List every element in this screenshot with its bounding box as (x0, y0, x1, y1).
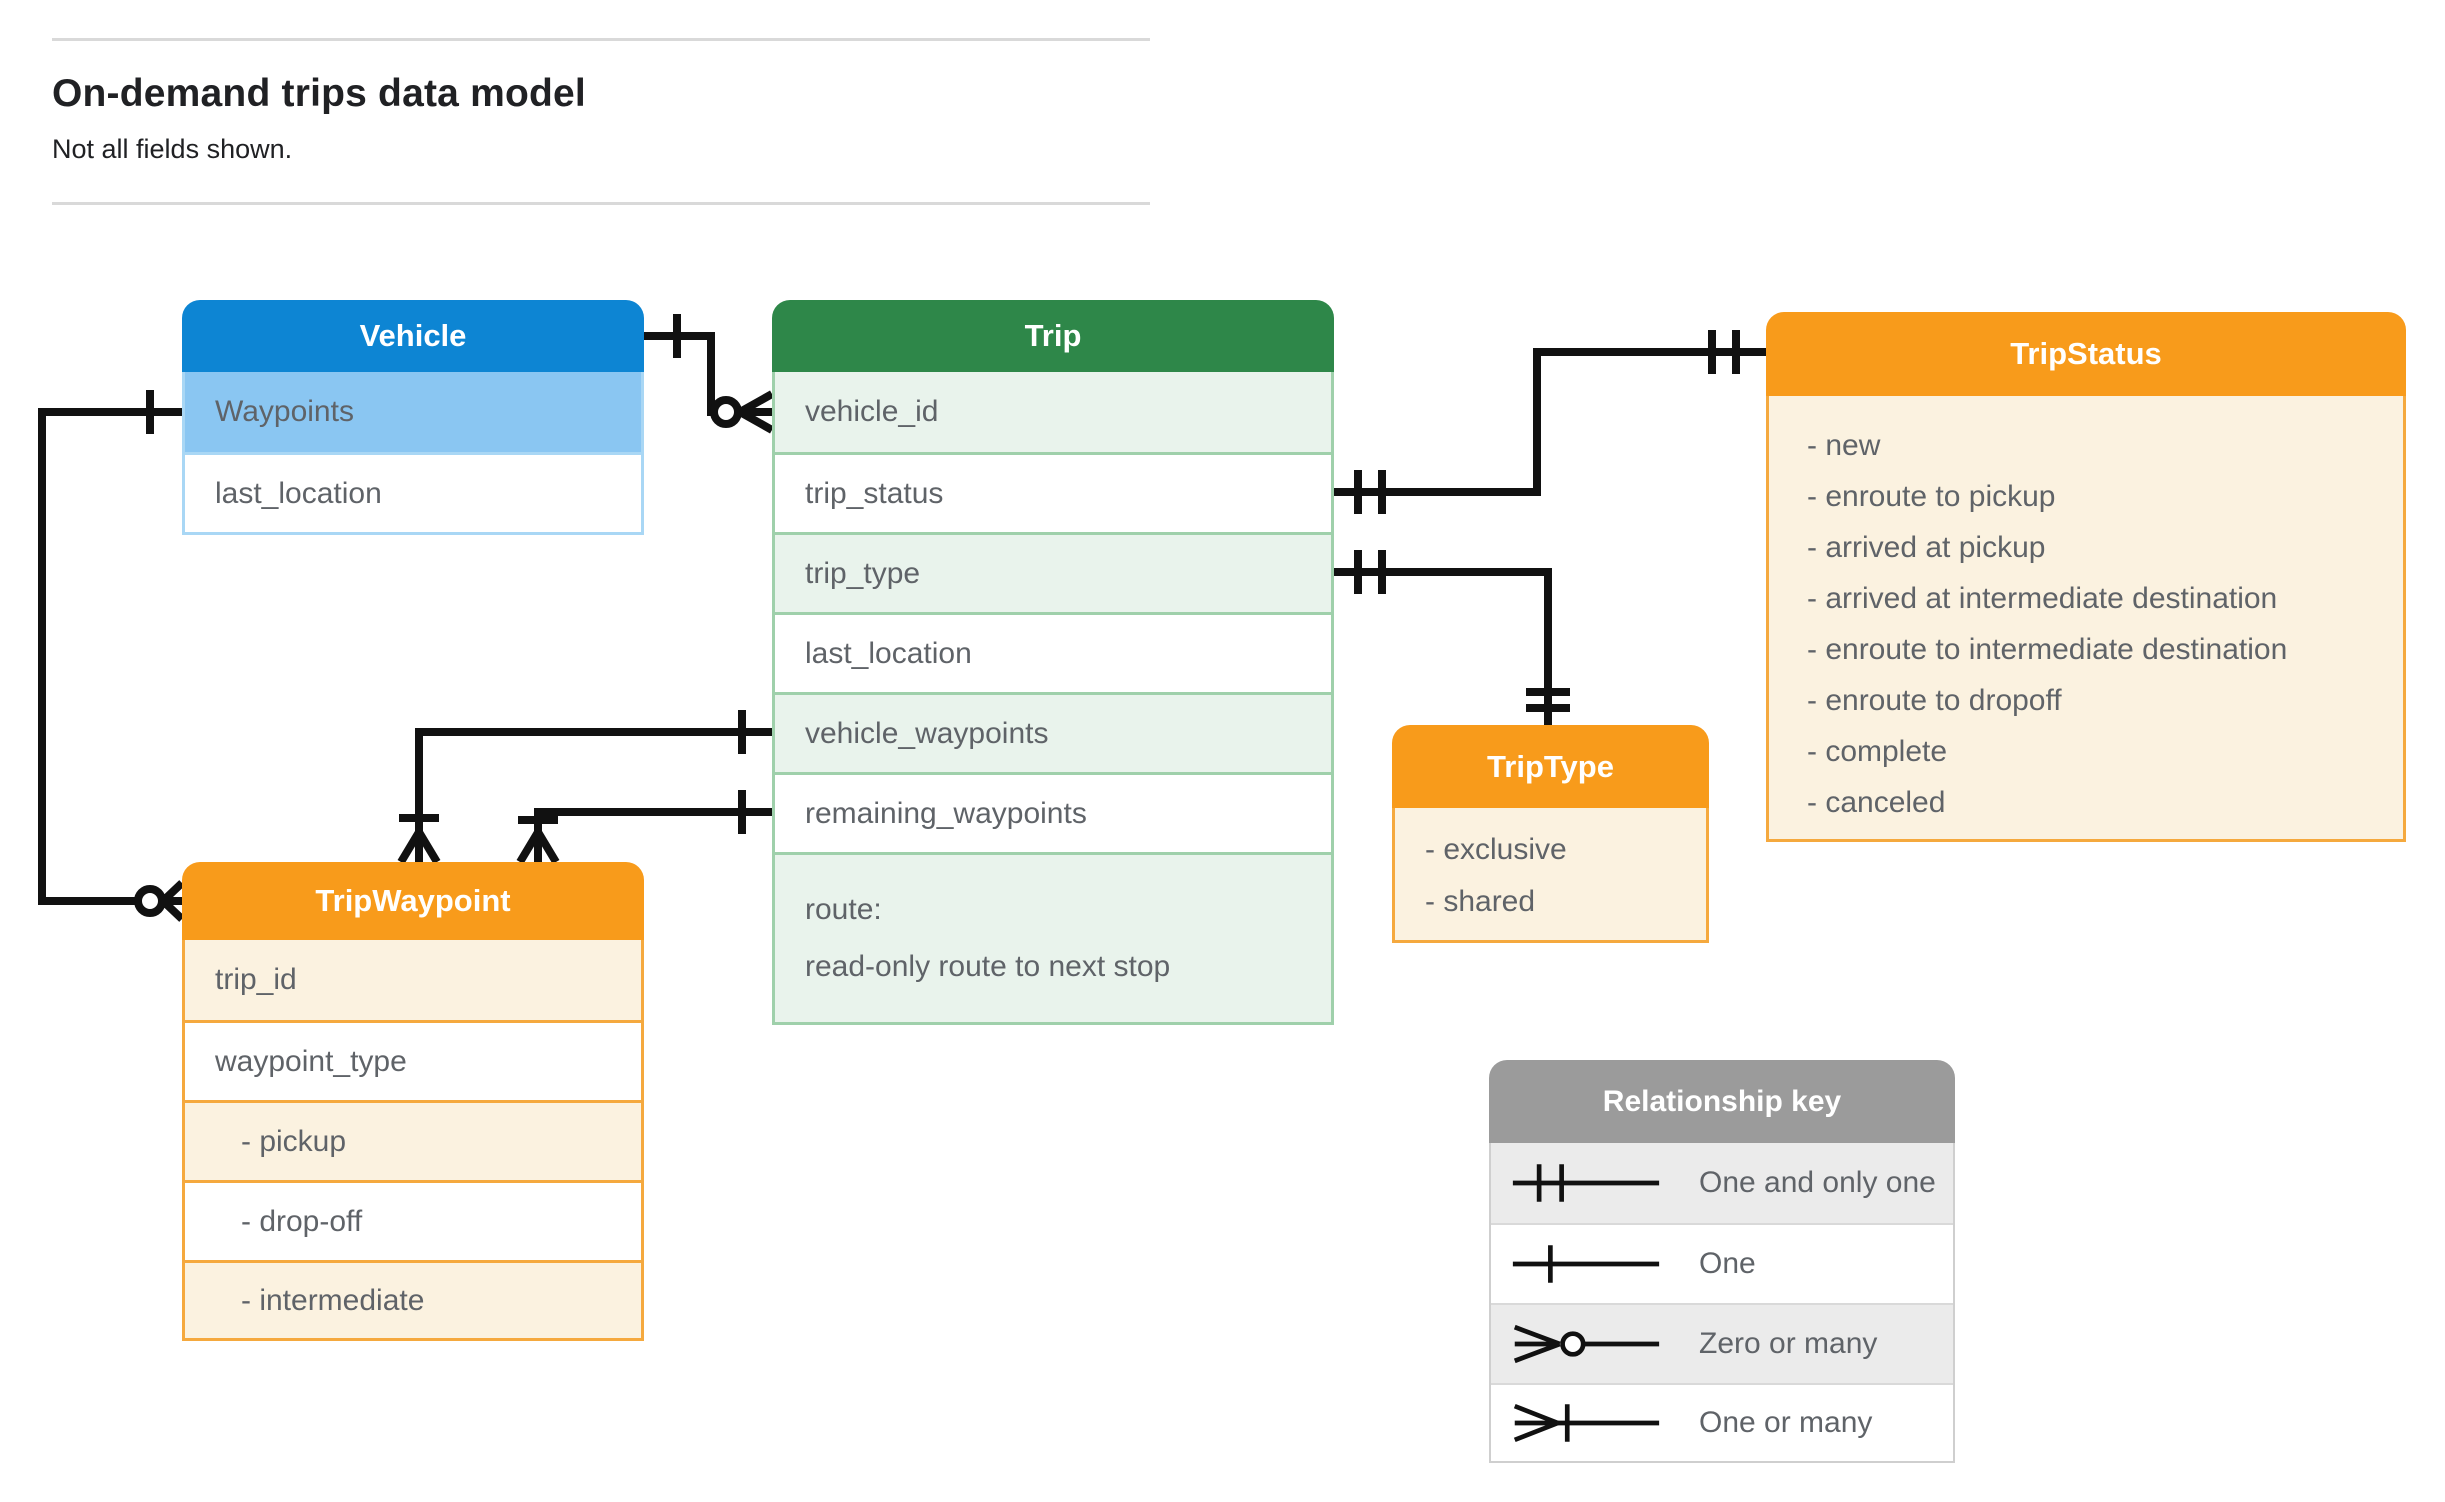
double-tick (1354, 470, 1386, 514)
zero-circle (134, 885, 166, 917)
legend-row-one-or-many: One or many (1491, 1383, 1953, 1461)
legend-label: One and only one (1699, 1166, 1936, 1199)
entity-vehicle: Vehicle Waypoints last_location (182, 300, 644, 535)
triptype-values: - exclusive - shared (1392, 808, 1709, 943)
enum-value-dropoff: - drop-off (185, 1180, 641, 1260)
zero-or-many-symbol (1513, 1324, 1660, 1364)
enum-value: - complete (1807, 735, 1948, 768)
enum-value-pickup: - pickup (185, 1100, 641, 1180)
crow-foot (738, 390, 774, 434)
legend-row-one-and-only-one: One and only one (1491, 1143, 1953, 1223)
zero-circle (710, 396, 742, 428)
field-vehicle-id: vehicle_id (775, 372, 1331, 452)
enum-value: - enroute to dropoff (1807, 684, 2062, 717)
route-label: route: (805, 893, 882, 926)
enum-value: - enroute to pickup (1807, 480, 2056, 513)
enum-value: - arrived at intermediate destination (1807, 582, 2278, 615)
entity-tripwaypoint-title: TripWaypoint (182, 862, 644, 940)
entity-tripstatus-title: TripStatus (1766, 312, 2406, 396)
field-route: route: read-only route to next stop (775, 852, 1331, 1022)
connector-vehicle-to-trip (644, 314, 774, 434)
divider-top (52, 38, 1150, 41)
field-trip-status: trip_status (775, 452, 1331, 532)
entity-triptype-title: TripType (1392, 725, 1709, 808)
enum-value: - enroute to intermediate destination (1807, 633, 2288, 666)
legend-label: One or many (1699, 1406, 1873, 1439)
field-waypoints: Waypoints (185, 372, 641, 452)
connector-trip-status-to-tripstatus (1334, 330, 1766, 514)
crow-foot (160, 880, 185, 922)
entity-trip-title: Trip (772, 300, 1334, 372)
page-subtitle: Not all fields shown. (52, 134, 293, 164)
enum-value: - exclusive (1425, 833, 1567, 866)
enum-value: - new (1807, 429, 1881, 462)
field-last-location: last_location (775, 612, 1331, 692)
legend-row-zero-or-many: Zero or many (1491, 1303, 1953, 1383)
legend-label: One (1699, 1247, 1756, 1280)
entity-triptype: TripType - exclusive - shared (1392, 725, 1709, 943)
one-symbol (1512, 1245, 1660, 1283)
relationship-key-title: Relationship key (1489, 1060, 1955, 1143)
connector-vehicle-waypoints-to-tripwaypoint (397, 710, 772, 865)
enum-value: - arrived at pickup (1807, 531, 2046, 564)
crow-foot (516, 829, 560, 865)
connector-trip-type-to-triptype (1334, 550, 1570, 725)
legend-label: Zero or many (1699, 1327, 1878, 1360)
entity-tripstatus: TripStatus - new - enroute to pickup - a… (1766, 312, 2406, 842)
entity-vehicle-title: Vehicle (182, 300, 644, 372)
connector-remaining-waypoints-to-tripwaypoint (516, 790, 772, 865)
field-vehicle-waypoints: vehicle_waypoints (775, 692, 1331, 772)
one-or-many-symbol (1513, 1403, 1660, 1443)
field-trip-type: trip_type (775, 532, 1331, 612)
field-last-location: last_location (185, 452, 641, 532)
connector-waypoints-to-tripwaypoint (38, 390, 185, 922)
legend-row-one: One (1491, 1223, 1953, 1303)
enum-value-intermediate: - intermediate (185, 1260, 641, 1338)
field-trip-id: trip_id (185, 940, 641, 1020)
crow-foot (397, 829, 441, 865)
route-description: read-only route to next stop (805, 950, 1171, 983)
field-waypoint-type: waypoint_type (185, 1020, 641, 1100)
double-tick (1354, 550, 1386, 594)
one-and-only-one-symbol (1512, 1164, 1660, 1202)
divider-bottom (52, 202, 1150, 205)
relationship-key: Relationship key One and only one One Ze… (1489, 1060, 1955, 1463)
entity-tripwaypoint: TripWaypoint trip_id waypoint_type - pic… (182, 862, 644, 1341)
entity-trip: Trip vehicle_id trip_status trip_type la… (772, 300, 1334, 1025)
double-tick (1526, 688, 1570, 712)
double-tick (1708, 330, 1740, 374)
tripstatus-values: - new - enroute to pickup - arrived at p… (1766, 396, 2406, 842)
enum-value: - shared (1425, 885, 1536, 918)
page-title: On-demand trips data model (52, 72, 586, 115)
enum-value: - canceled (1807, 786, 1946, 819)
field-remaining-waypoints: remaining_waypoints (775, 772, 1331, 852)
